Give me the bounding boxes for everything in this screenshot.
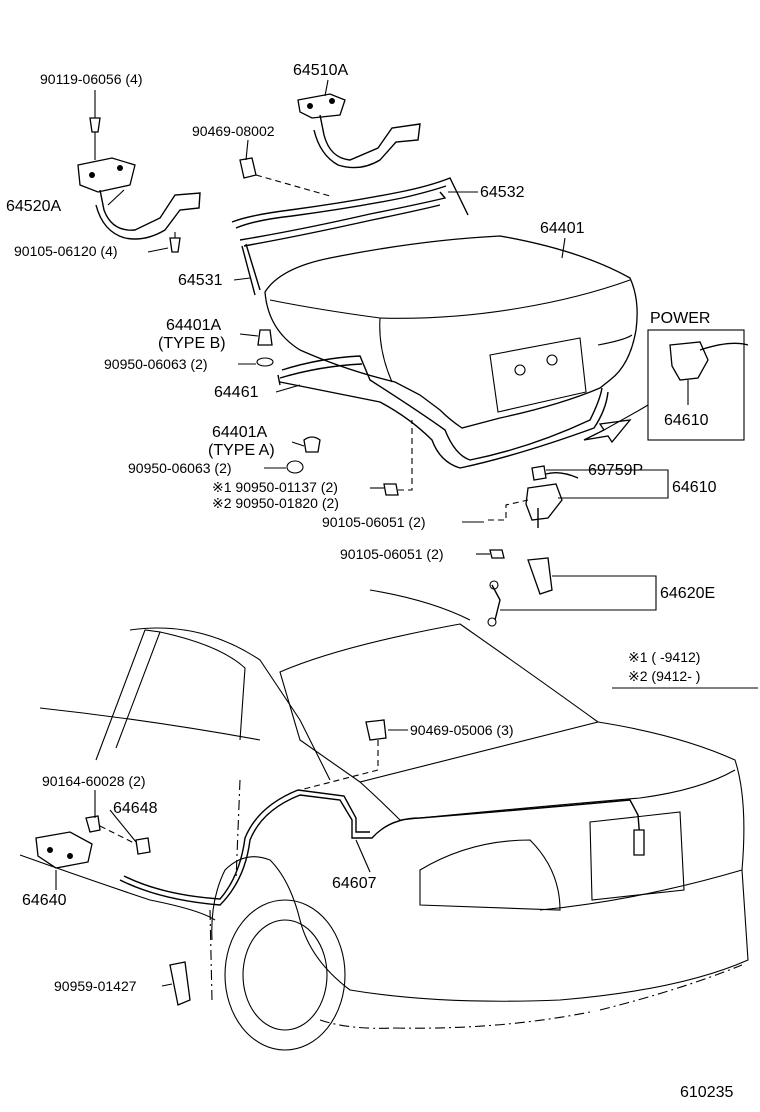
label-64620e: 64620E	[660, 585, 715, 602]
figure-number: 610235	[680, 1084, 733, 1101]
hinge-64520a	[77, 117, 201, 253]
label-90164-60028: 90164-60028 (2)	[42, 773, 146, 789]
label-power: POWER	[650, 310, 710, 327]
lock-64610	[488, 329, 749, 528]
label-64640: 64640	[22, 892, 67, 909]
striker-64620e	[487, 549, 553, 627]
label-type-a: (TYPE A)	[208, 442, 275, 459]
legend-note1: ※1 ( -9412)	[628, 649, 700, 665]
cushions	[256, 329, 413, 496]
label-90950-06063-b: 90950-06063 (2)	[128, 460, 232, 476]
label-64401a-type-a: 64401A	[212, 424, 267, 441]
label-64401: 64401	[540, 220, 585, 237]
label-note1-part: ※1 90950-01137 (2)	[212, 479, 338, 495]
legend-note2: ※2 (9412- )	[628, 668, 700, 684]
label-64648: 64648	[113, 800, 158, 817]
label-90469-05006: 90469-05006 (3)	[410, 722, 514, 738]
torsion-bars	[231, 157, 469, 296]
label-90959-01427: 90959-01427	[54, 978, 137, 994]
hinge-64510a	[297, 93, 421, 169]
label-64532: 64532	[480, 184, 525, 201]
leader-lines	[55, 79, 758, 987]
release-cable-64607	[119, 719, 645, 906]
label-90469-08002: 90469-08002	[192, 123, 275, 139]
label-64610: 64610	[672, 479, 717, 496]
label-64510a: 64510A	[293, 62, 348, 79]
label-90105-06120: 90105-06120 (4)	[14, 243, 118, 259]
part-labels: 90119-06056 (4) 64510A 90469-08002 64532…	[6, 62, 733, 1101]
label-64607: 64607	[332, 875, 377, 892]
label-69759p: 69759P	[588, 462, 643, 479]
label-90950-06063-a: 90950-06063 (2)	[104, 356, 208, 372]
weatherstrip-64461	[277, 355, 609, 469]
label-64531: 64531	[178, 272, 223, 289]
opener-64640	[35, 815, 191, 1006]
label-note2-part: ※2 90950-01820 (2)	[212, 495, 339, 511]
label-90105-06051-b: 90105-06051 (2)	[340, 546, 444, 562]
label-90105-06051-a: 90105-06051 (2)	[322, 514, 426, 530]
label-64401a-type-b: 64401A	[166, 317, 221, 334]
label-64461: 64461	[214, 384, 259, 401]
label-64520a: 64520A	[6, 198, 61, 215]
label-type-b: (TYPE B)	[158, 335, 226, 352]
trunk-lid-64401	[264, 235, 638, 429]
label-64610-power: 64610	[664, 412, 709, 429]
label-90119-06056: 90119-06056 (4)	[40, 71, 142, 87]
